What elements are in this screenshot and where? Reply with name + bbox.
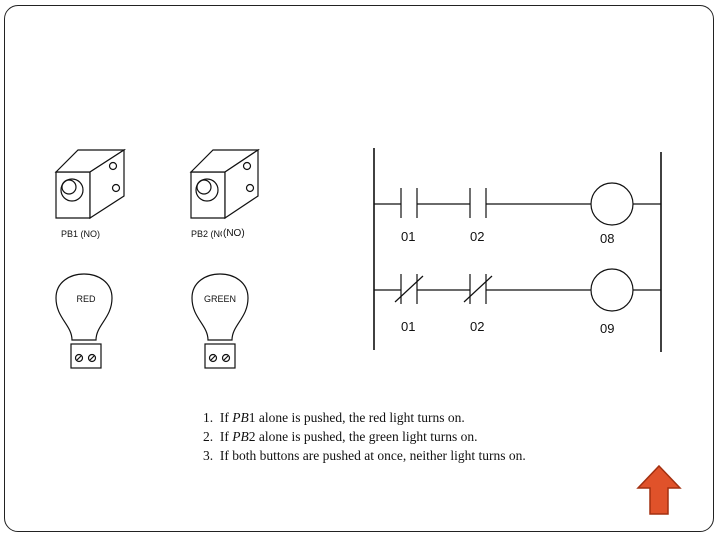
pb2-overlay-label: (NO) bbox=[222, 228, 246, 239]
pushbutton-pb2 bbox=[189, 148, 260, 220]
note-3: 3. If both buttons are pushed at once, n… bbox=[203, 448, 526, 463]
pb2-label: PB2 (NO) bbox=[191, 229, 231, 239]
rung1-contact2-address: 02 bbox=[470, 229, 485, 244]
rung2-contact1-address: 01 bbox=[401, 319, 416, 334]
up-arrow-icon[interactable] bbox=[636, 464, 682, 516]
lamp-red-label: RED bbox=[76, 294, 96, 304]
rung2-contact2-address: 02 bbox=[470, 319, 485, 334]
rung1-coil-address: 08 bbox=[600, 231, 615, 246]
rung-1 bbox=[374, 182, 661, 226]
pushbutton-pb1 bbox=[54, 148, 127, 220]
pb1-label: PB1 (NO) bbox=[61, 229, 101, 239]
lamp-green-label: GREEN bbox=[203, 294, 236, 304]
lamp-green bbox=[191, 273, 249, 369]
note-1: 1. If PB1 alone is pushed, the red light… bbox=[203, 410, 465, 425]
lamp-red bbox=[55, 273, 113, 369]
rung2-coil-address: 09 bbox=[600, 321, 615, 336]
rung-2 bbox=[374, 268, 661, 312]
slide-frame bbox=[4, 5, 714, 532]
rung1-contact1-address: 01 bbox=[401, 229, 416, 244]
note-2: 2. If PB2 alone is pushed, the green lig… bbox=[203, 429, 478, 444]
